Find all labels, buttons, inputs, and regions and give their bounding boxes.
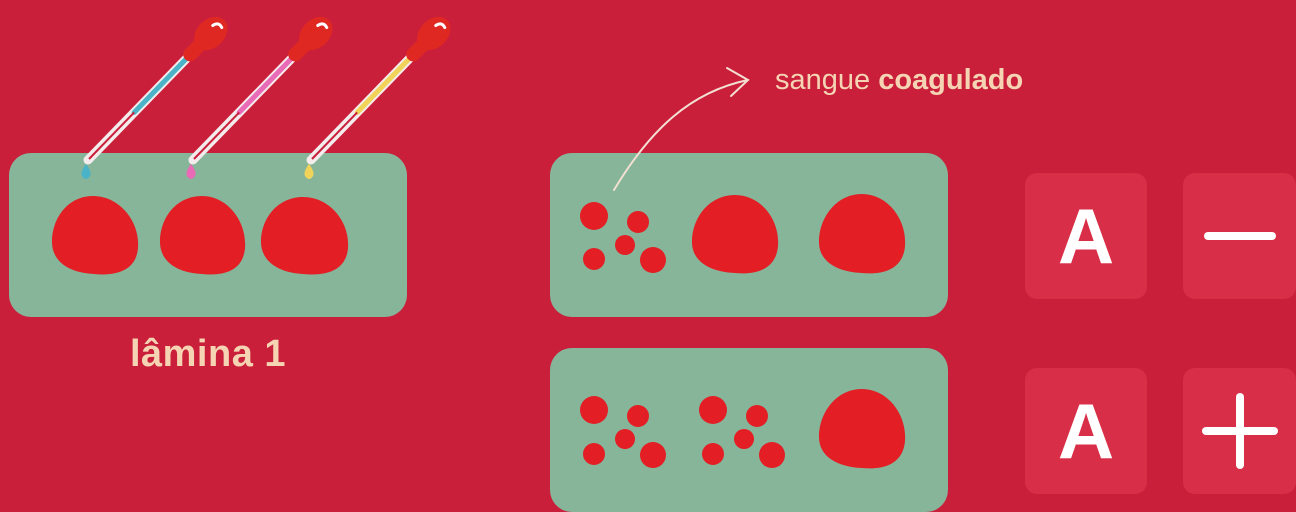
slide-1-label: lâmina 1 <box>92 333 324 376</box>
blood-drop <box>692 195 778 273</box>
minus-icon <box>1202 226 1278 246</box>
annotation-emphasis: coagulado <box>878 64 1023 96</box>
slide-2-drops <box>580 194 905 273</box>
blood-drop <box>52 196 138 274</box>
rh-tile-row-1 <box>1183 173 1296 299</box>
droppers <box>82 10 458 179</box>
slide-3-drops <box>580 389 905 468</box>
annotation-text: sangue coagulado <box>775 64 1023 97</box>
blood-drop <box>819 194 905 273</box>
antigen-letter: A <box>1058 392 1114 470</box>
antigen-tile-row-1: A <box>1025 173 1147 299</box>
blood-drop <box>160 196 245 274</box>
blood-drop <box>261 197 348 274</box>
plus-icon <box>1200 391 1280 471</box>
blood-drop <box>819 389 905 468</box>
annotation-prefix: sangue <box>775 64 878 96</box>
clotted-blood-cluster <box>580 396 666 468</box>
slide-1-drops <box>52 196 348 274</box>
annotation-arrow <box>614 68 748 190</box>
rh-tile-row-2 <box>1183 368 1296 494</box>
dropper-blue <box>82 10 235 179</box>
antigen-tile-row-2: A <box>1025 368 1147 494</box>
antigen-letter: A <box>1058 197 1114 275</box>
clotted-blood-cluster <box>580 202 666 273</box>
clotted-blood-cluster <box>699 396 785 468</box>
